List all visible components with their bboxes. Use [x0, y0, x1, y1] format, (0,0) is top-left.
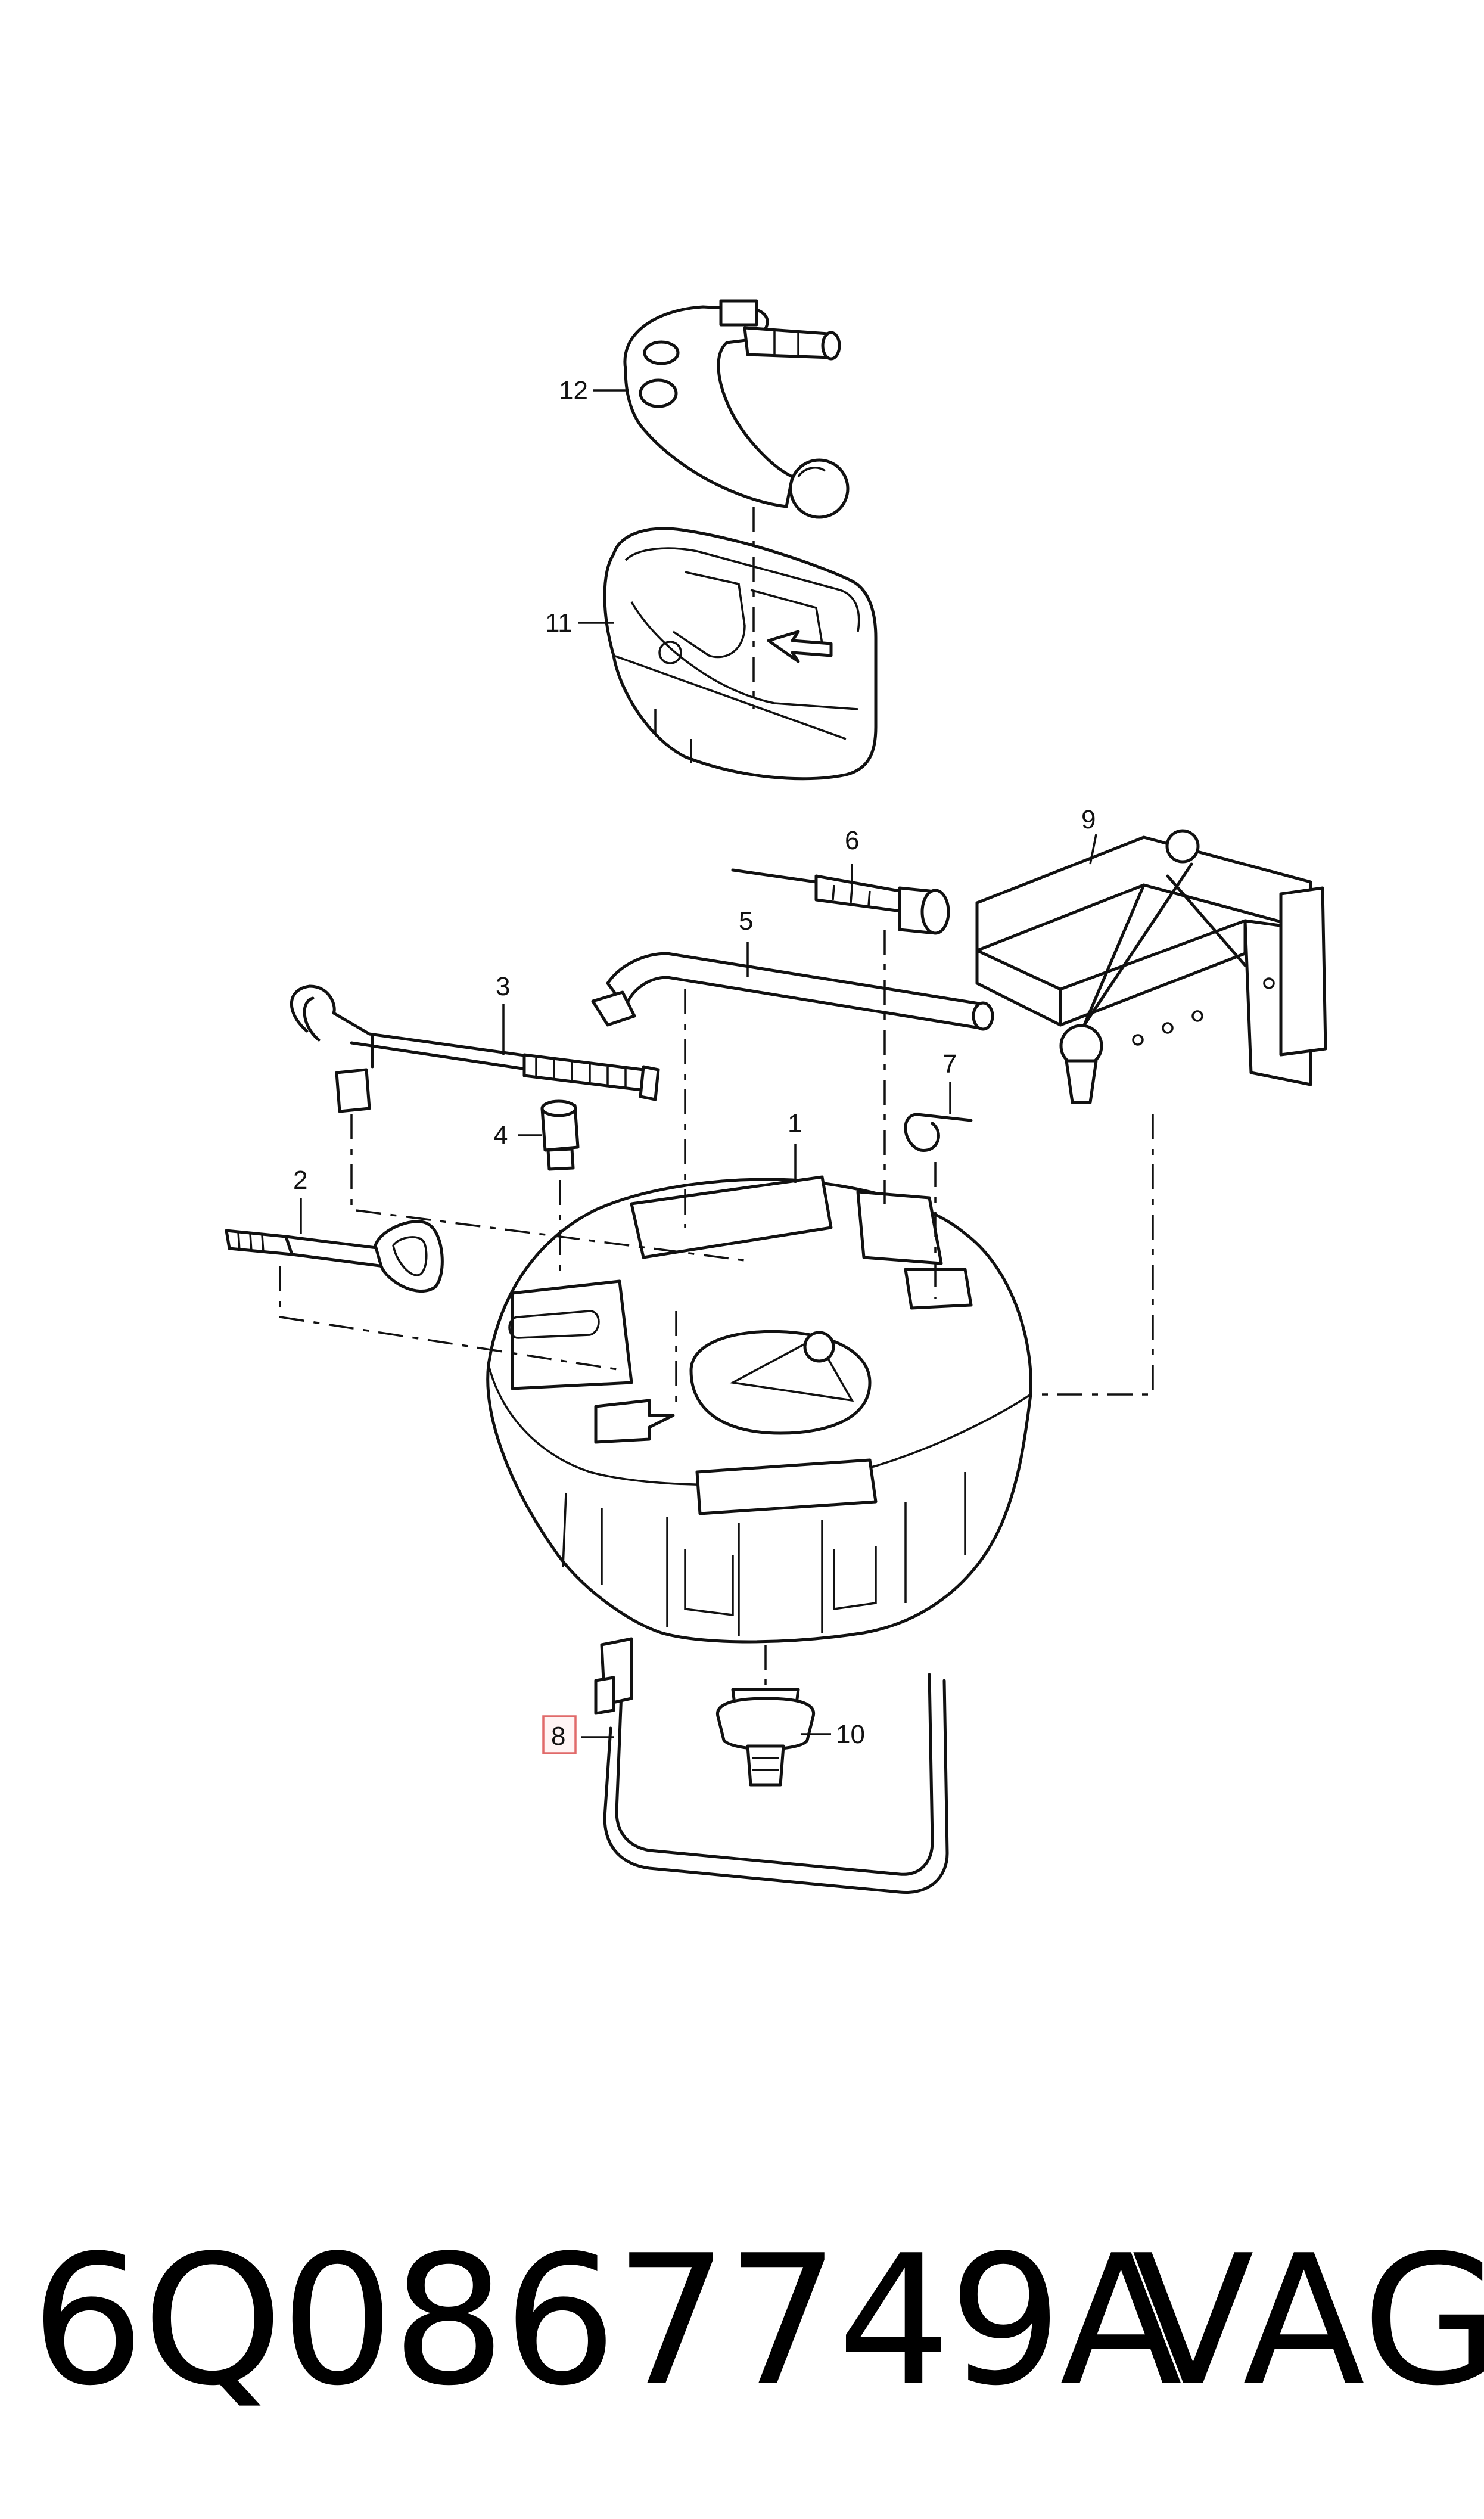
callout-6[interactable]: 6: [845, 826, 859, 855]
callout-11[interactable]: 11: [545, 608, 573, 638]
callout-4[interactable]: 4: [493, 1121, 508, 1150]
callout-5[interactable]: 5: [739, 906, 753, 936]
part-1-foam-insert[interactable]: [486, 1175, 1032, 1644]
part-2-tow-eye[interactable]: [225, 1220, 444, 1293]
assembly-lines: [279, 507, 1154, 1689]
callout-8[interactable]: 8: [551, 1722, 565, 1751]
callout-12[interactable]: 12: [559, 376, 588, 405]
brand-label: VAG: [1132, 2217, 1484, 2425]
callout-1[interactable]: 1: [788, 1109, 802, 1138]
callout-3[interactable]: 3: [496, 972, 510, 1001]
part-11-tool-tray[interactable]: [603, 527, 878, 781]
part-6-screwdriver[interactable]: [731, 868, 950, 935]
leader-lines: [300, 389, 1097, 1738]
part-5-extension-bar[interactable]: [591, 952, 994, 1031]
part-10-wing-nut[interactable]: [716, 1688, 816, 1787]
callout-2[interactable]: 2: [293, 1166, 307, 1195]
part-12-wheel-brace[interactable]: [623, 299, 850, 519]
part-3-crank-handle[interactable]: [290, 984, 660, 1113]
callout-8-highlight-box: [542, 1715, 577, 1754]
callout-7[interactable]: 7: [942, 1049, 957, 1079]
callout-labels: 12 11 9 6 5 3 7 4 1 2 8 10: [293, 376, 1096, 1754]
part-8-retaining-strap[interactable]: [594, 1637, 949, 1894]
part-7-spring-clip[interactable]: [904, 1113, 973, 1152]
part-9-scissor-jack[interactable]: [975, 829, 1327, 1104]
part-4-socket[interactable]: [540, 1099, 580, 1171]
callout-9[interactable]: 9: [1081, 805, 1096, 834]
callout-10[interactable]: 10: [836, 1720, 865, 1749]
part-number-label: 6Q0867749A: [31, 2217, 1182, 2425]
